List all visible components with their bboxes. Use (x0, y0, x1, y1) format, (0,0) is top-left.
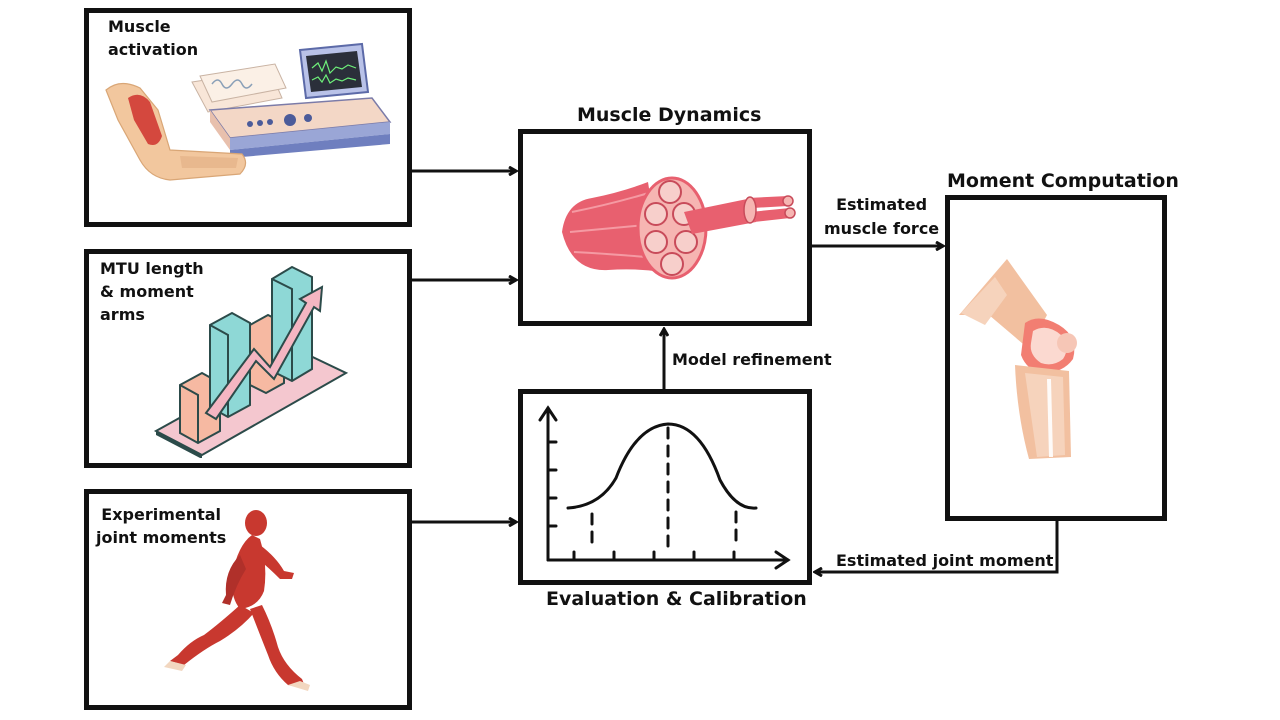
calibration-curve-plot (538, 405, 791, 570)
bell-curve (566, 422, 758, 510)
knee-joint-illustration (959, 259, 1077, 459)
runner-illustration (164, 510, 310, 691)
evaluation-calibration-title: Evaluation & Calibration (546, 588, 807, 610)
experimental-moments-label: Experimental joint moments (96, 505, 227, 547)
mtu-length-label: MTU length & moment arms (100, 259, 204, 324)
muscle-fiber-illustration (562, 176, 796, 280)
moment-computation-title: Moment Computation (947, 170, 1179, 192)
arrow-moment-to-evaluation (816, 521, 1059, 572)
estimated-force-label: Estimated muscle force (824, 195, 940, 238)
muscle-activation-label: Muscle activation (108, 17, 199, 59)
model-refinement-label: Model refinement (672, 350, 832, 369)
emg-device-illustration (105, 42, 392, 181)
bar-chart-illustration (153, 265, 349, 458)
estimated-moment-label: Estimated joint moment (836, 551, 1054, 570)
muscle-dynamics-title: Muscle Dynamics (577, 104, 762, 126)
evaluation-calibration-box (518, 389, 812, 585)
